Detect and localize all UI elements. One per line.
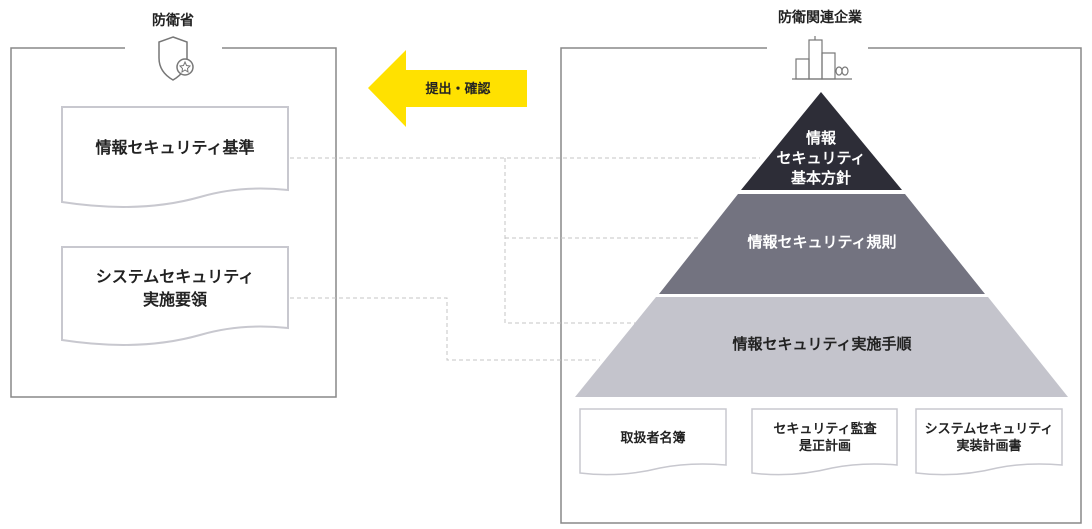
- doc-label: 実装計画書: [956, 438, 1021, 454]
- doc-label: 実施要領: [143, 290, 208, 309]
- doc-label: 取扱者名簿: [620, 430, 685, 446]
- arrow-label: 提出・確認: [425, 81, 490, 97]
- company-box: 防衛関連企業: [560, 9, 1082, 524]
- doc-system-security-guideline: システムセキュリティ 実施要領: [61, 246, 289, 346]
- company-title: 防衛関連企業: [778, 9, 863, 26]
- tier-label: 情報セキュリティ実施手順: [732, 335, 912, 353]
- shield-icon: [158, 36, 194, 81]
- building-icon: [792, 36, 852, 80]
- pyramid: 情報 セキュリティ 基本方針 情報セキュリティ規則 情報セキュリティ実施手順: [575, 92, 1068, 397]
- mod-title: 防衛省: [152, 12, 194, 29]
- tier-label: 基本方針: [790, 169, 851, 187]
- doc-label: 情報セキュリティ基準: [95, 138, 254, 157]
- tier-label: セキュリティ: [776, 149, 865, 167]
- doc-label: システムセキュリティ: [96, 267, 255, 286]
- doc-security-standard: 情報セキュリティ基準: [61, 106, 289, 208]
- submit-confirm-arrow: 提出・確認: [368, 50, 527, 127]
- pyramid-tier-procedures: 情報セキュリティ実施手順: [575, 297, 1068, 397]
- doc-system-security-implementation-plan: システムセキュリティ 実装計画書: [915, 408, 1063, 476]
- pyramid-tier-rules: 情報セキュリティ規則: [659, 194, 985, 294]
- tier-label: 情報セキュリティ規則: [747, 233, 896, 251]
- dashed-connectors: [290, 157, 760, 361]
- doc-label: システムセキュリティ: [925, 422, 1054, 437]
- pyramid-tier-basic-policy: 情報 セキュリティ 基本方針: [741, 92, 902, 190]
- mod-box: 防衛省: [10, 12, 337, 398]
- doc-handler-roster: 取扱者名簿: [579, 408, 727, 476]
- doc-label: 是正計画: [798, 438, 851, 454]
- doc-audit-correction-plan: セキュリティ監査 是正計画: [751, 408, 898, 476]
- tier-label: 情報: [806, 129, 837, 147]
- doc-label: セキュリティ監査: [773, 421, 877, 437]
